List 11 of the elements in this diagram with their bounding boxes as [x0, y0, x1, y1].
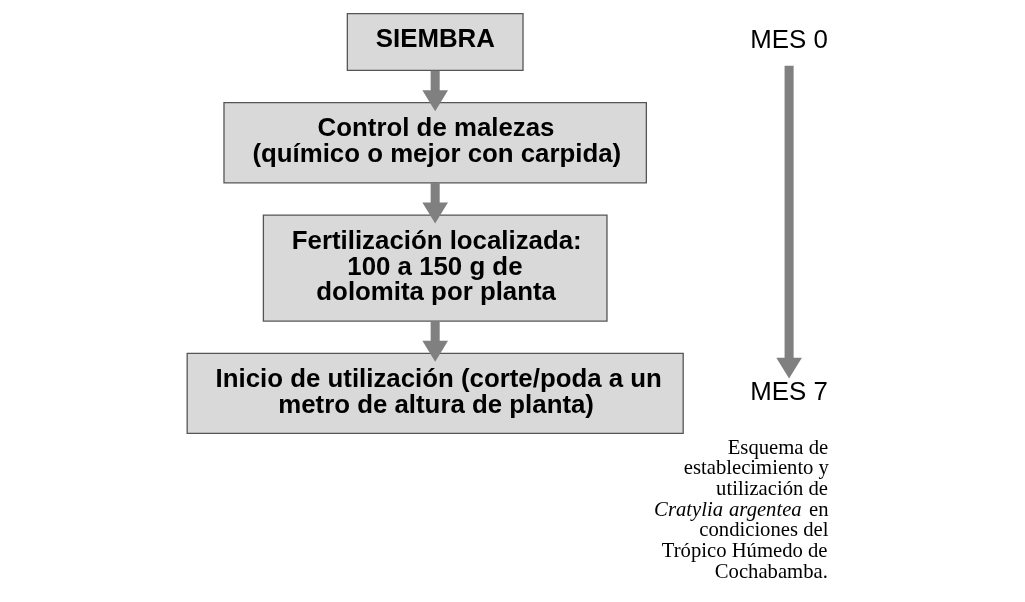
node-box: Fertilización localizada: 100 a 150 g de dolomita por planta: [262, 214, 608, 322]
node-text: MES 0: [749, 25, 828, 54]
arrow: [421, 182, 448, 224]
arrow: [421, 70, 448, 112]
node-text: MES 7: [749, 376, 828, 405]
arrow: [775, 65, 802, 379]
node-box: SIEMBRA: [346, 12, 524, 72]
node-box: Control de malezas (químico o mejor con carpida): [222, 102, 647, 184]
arrow: [421, 321, 448, 362]
node-box: Inicio de utilización (corte/poda a un metro de altura de planta): [186, 352, 684, 435]
caption: Esquema de establecimiento y utilización de Cratylia argentea en condiciones del Trópico Húmedo de Cochabamba.: [653, 435, 829, 582]
